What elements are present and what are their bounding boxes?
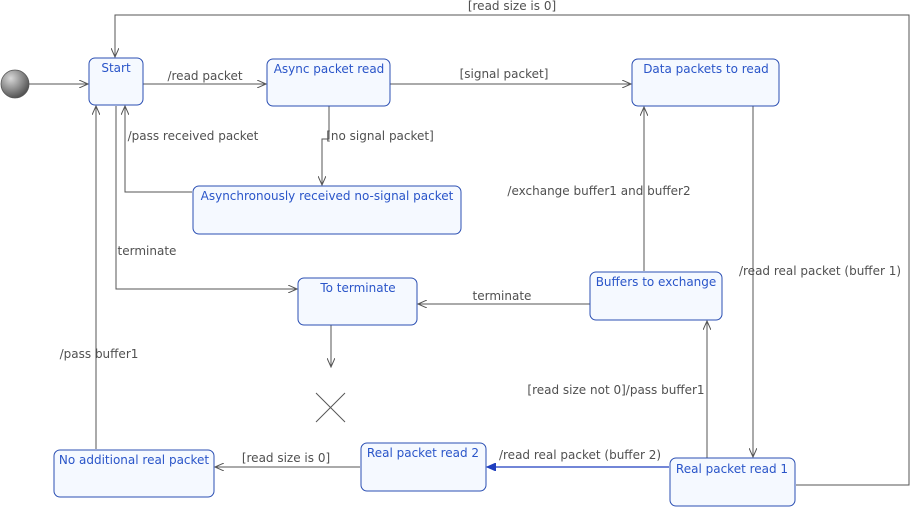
state-start[interactable]: Start (88, 57, 144, 106)
initial-state (0, 69, 30, 99)
edge-start-to-terminate (115, 106, 297, 289)
state-async-nosignal[interactable]: Asynchronously received no-signal packet (192, 185, 462, 235)
edge-real-read1-to-start-loop (115, 14, 910, 486)
label-read-packet: /read packet (167, 69, 242, 83)
label-read-size-zero-bottom: [read size is 0] (242, 451, 330, 465)
label-read-size-not-zero: [read size not 0]/pass buffer1 (527, 383, 704, 397)
state-buffers-to-exchange-label: Buffers to exchange (596, 275, 717, 289)
state-to-terminate-label: To terminate (319, 281, 395, 295)
edge-nosignal-to-start (125, 106, 192, 193)
state-start-label: Start (101, 61, 131, 75)
state-async-packet-read-label: Async packet read (274, 62, 385, 76)
edge-async-read-to-nosignal (322, 106, 330, 185)
state-async-nosignal-label: Asynchronously received no-signal packet (201, 189, 454, 203)
state-real-packet-read-1-label: Real packet read 1 (676, 462, 788, 476)
state-data-packets-to-read[interactable]: Data packets to read (631, 58, 780, 107)
label-read-size-zero-top: [read size is 0] (468, 0, 556, 13)
state-real-packet-read-2[interactable]: Real packet read 2 (360, 442, 487, 492)
label-no-signal-packet: [no signal packet] (326, 129, 434, 143)
label-terminate-left: terminate (118, 244, 177, 258)
label-read-real-buffer1: /read real packet (buffer 1) (739, 264, 901, 278)
state-no-additional-real-packet[interactable]: No additional real packet (53, 449, 215, 498)
label-pass-buffer1-left: /pass buffer1 (60, 347, 139, 361)
final-state-x-icon (315, 392, 346, 423)
label-read-real-buffer2: /read real packet (buffer 2) (499, 448, 661, 462)
state-buffers-to-exchange[interactable]: Buffers to exchange (589, 271, 723, 321)
label-pass-received-packet: /pass received packet (128, 129, 259, 143)
state-data-packets-to-read-label: Data packets to read (643, 62, 769, 76)
state-real-packet-read-2-label: Real packet read 2 (367, 446, 479, 460)
label-exchange-buffers: /exchange buffer1 and buffer2 (507, 184, 690, 198)
label-signal-packet: [signal packet] (460, 67, 549, 81)
state-async-packet-read[interactable]: Async packet read (266, 58, 391, 107)
state-no-additional-label: No additional real packet (59, 453, 210, 467)
label-terminate-right: terminate (473, 289, 532, 303)
state-real-packet-read-1[interactable]: Real packet read 1 (669, 457, 796, 507)
state-to-terminate[interactable]: To terminate (297, 277, 418, 326)
